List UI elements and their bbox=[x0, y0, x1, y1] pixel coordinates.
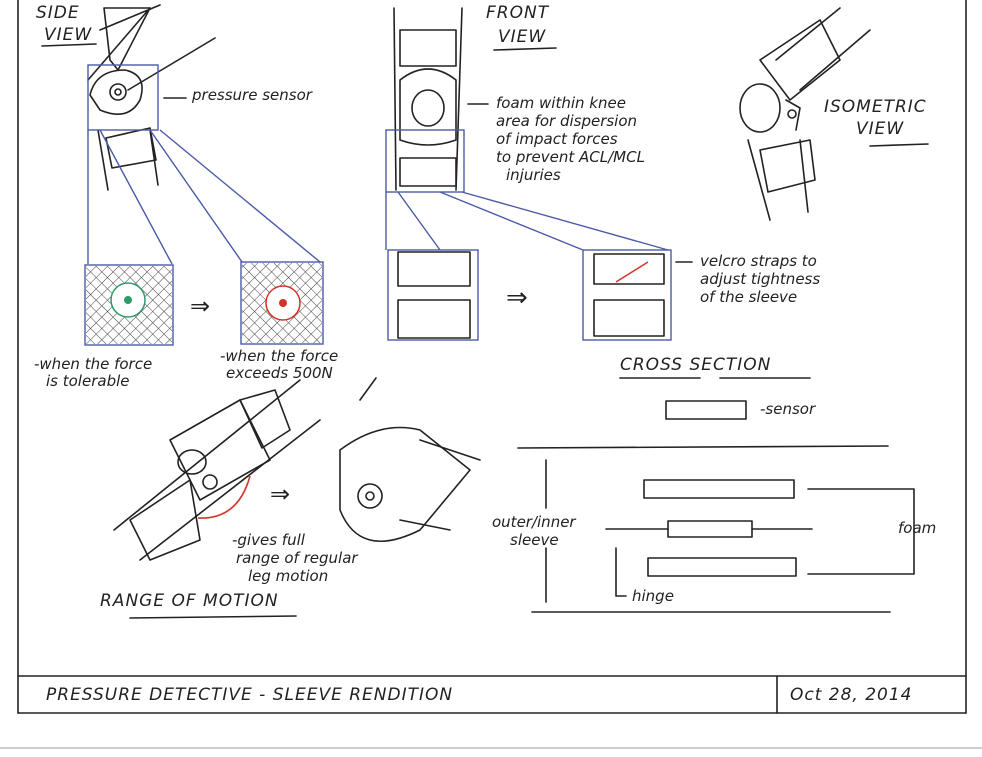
exceeds-line1: -when the force bbox=[220, 347, 338, 365]
cross-section-title: CROSS SECTION bbox=[620, 355, 771, 375]
front-view-title: FRONT bbox=[486, 3, 550, 23]
isometric-view-subtitle: VIEW bbox=[856, 119, 904, 139]
title-block: PRESSURE DETECTIVE - SLEEVE RENDITION Oc… bbox=[46, 685, 913, 705]
foam-line4: to prevent ACL/MCL bbox=[496, 148, 645, 166]
sensor-legend-label: -sensor bbox=[760, 400, 816, 418]
sleeve-label: sleeve bbox=[510, 531, 559, 549]
range-line1: -gives full bbox=[232, 531, 306, 549]
velcro-line2: adjust tightness bbox=[700, 270, 820, 288]
front-view: FRONT VIEW foam within knee area for dis… bbox=[385, 3, 820, 341]
svg-text:⇒: ⇒ bbox=[190, 292, 210, 320]
foam-line1: foam within knee bbox=[496, 94, 626, 112]
tolerable-line1: -when the force bbox=[34, 355, 152, 373]
cross-section: CROSS SECTION -sensor outer/inner sleeve… bbox=[492, 355, 936, 613]
foam-line2: area for dispersion bbox=[496, 112, 637, 130]
range-of-motion: ⇒ -gives full range of regular leg motio… bbox=[100, 377, 481, 619]
svg-text:⇒: ⇒ bbox=[270, 480, 290, 508]
pressure-sensor-label: pressure sensor bbox=[191, 86, 313, 104]
foam-legend-label: foam bbox=[898, 519, 936, 537]
range-line2: range of regular bbox=[236, 549, 358, 567]
side-view-subtitle: VIEW bbox=[44, 25, 92, 45]
tolerable-line2: is tolerable bbox=[46, 372, 129, 390]
exceeds-line2: exceeds 500N bbox=[226, 364, 333, 382]
foam-line3: of impact forces bbox=[496, 130, 618, 148]
velcro-line1: velcro straps to bbox=[700, 252, 817, 270]
side-view: SIDE VIEW pressure sensor ⇒ -when the fo… bbox=[34, 3, 338, 390]
drawing-date: Oct 28, 2014 bbox=[790, 685, 913, 705]
drawing-title: PRESSURE DETECTIVE - SLEEVE RENDITION bbox=[46, 685, 453, 705]
range-of-motion-title: RANGE OF MOTION bbox=[100, 591, 279, 611]
range-line3: leg motion bbox=[248, 567, 328, 585]
side-view-title: SIDE bbox=[36, 3, 80, 23]
isometric-view: ISOMETRIC VIEW bbox=[739, 7, 929, 221]
outer-inner-label: outer/inner bbox=[492, 513, 576, 531]
front-view-subtitle: VIEW bbox=[498, 27, 546, 47]
svg-text:⇒: ⇒ bbox=[506, 283, 528, 313]
isometric-view-title: ISOMETRIC bbox=[824, 97, 927, 117]
hinge-label: hinge bbox=[632, 587, 674, 605]
velcro-line3: of the sleeve bbox=[700, 288, 797, 306]
foam-line5: injuries bbox=[506, 166, 561, 184]
